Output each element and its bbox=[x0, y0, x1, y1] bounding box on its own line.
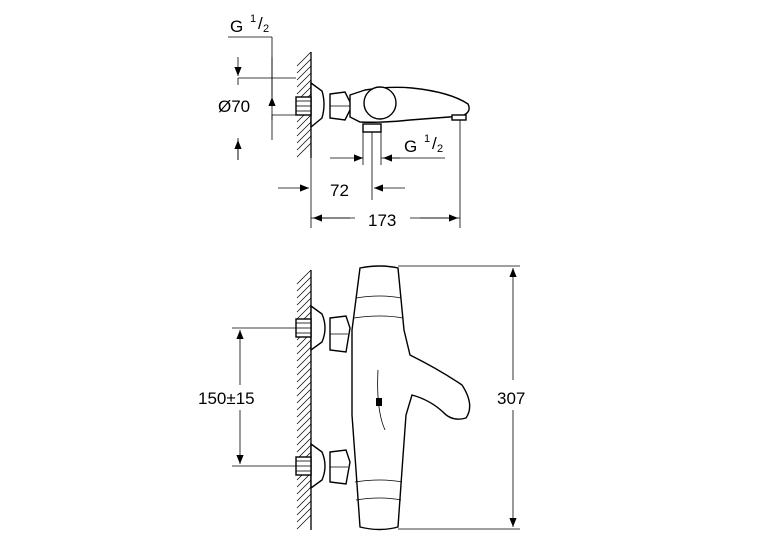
spout-outlet-top bbox=[451, 114, 467, 121]
hatch-line bbox=[296, 121, 312, 137]
hatch-line bbox=[296, 283, 312, 299]
hatch-line bbox=[296, 304, 312, 320]
hatch-line bbox=[296, 430, 312, 446]
thread-top-prefix: G bbox=[230, 17, 243, 36]
hatch-line bbox=[296, 135, 312, 151]
hatch-line bbox=[296, 507, 312, 523]
thread-bottom-prefix: G bbox=[404, 137, 417, 156]
hatch-line bbox=[296, 353, 312, 369]
dim-thread-top: G 1 2 / bbox=[228, 13, 296, 97]
dim-depth: 173 bbox=[311, 120, 461, 230]
thread-bottom-den: 2 bbox=[437, 143, 443, 155]
top-view: G 1 2 / Ø70 G 1 2 / bbox=[218, 13, 470, 230]
handle-band-bottom-2 bbox=[355, 497, 402, 501]
hatch-line bbox=[296, 346, 312, 362]
hatch-line bbox=[296, 437, 312, 453]
front-view: 150±15 307 bbox=[198, 265, 525, 531]
thread-bottom-num: 1 bbox=[424, 133, 430, 145]
thread-bottom-slash: / bbox=[432, 134, 437, 153]
wall-hatch-front bbox=[296, 269, 312, 530]
height-label: 307 bbox=[497, 389, 525, 408]
hatch-line bbox=[296, 58, 312, 74]
diameter-label: Ø70 bbox=[218, 97, 250, 116]
hatch-line bbox=[296, 395, 312, 411]
hatch-line bbox=[296, 297, 312, 313]
hatch-line bbox=[296, 388, 312, 404]
hatch-line bbox=[296, 486, 312, 502]
hatch-line bbox=[296, 367, 312, 383]
dim-spacing: 150±15 bbox=[198, 327, 296, 467]
handle-band-top-2 bbox=[353, 315, 404, 319]
thread-top-num: 1 bbox=[250, 13, 256, 25]
hatch-line bbox=[296, 374, 312, 390]
hatch-line bbox=[296, 416, 312, 432]
hatch-line bbox=[296, 142, 312, 158]
dim-outlet: 72 bbox=[278, 132, 405, 228]
dim-thread-bottom: G 1 2 / bbox=[330, 132, 445, 165]
hatch-line bbox=[296, 423, 312, 439]
spacing-label: 150±15 bbox=[198, 389, 255, 408]
wall-flange-upper bbox=[310, 304, 326, 352]
hatch-line bbox=[296, 276, 312, 292]
thread-top-den: 2 bbox=[263, 23, 269, 35]
hatch-line bbox=[296, 402, 312, 418]
hatch-line bbox=[296, 51, 312, 67]
hatch-line bbox=[296, 479, 312, 495]
thread-top-slash: / bbox=[258, 14, 263, 33]
hatch-line bbox=[296, 290, 312, 306]
handle-knob-top bbox=[363, 86, 397, 120]
mixer-body-front bbox=[351, 265, 471, 531]
bottom-outlet-top bbox=[362, 123, 382, 133]
handle-band-bottom bbox=[354, 479, 403, 483]
hatch-line bbox=[296, 514, 312, 530]
dim-height: 307 bbox=[398, 265, 525, 530]
hatch-line bbox=[296, 493, 312, 509]
handle-band-top bbox=[355, 295, 402, 299]
hatch-line bbox=[296, 114, 312, 130]
hatch-line bbox=[296, 381, 312, 397]
hatch-line bbox=[296, 72, 312, 88]
outlet-label: 72 bbox=[330, 181, 349, 200]
outlet-marker bbox=[376, 398, 382, 406]
hatch-line bbox=[296, 500, 312, 516]
dim-diameter: Ø70 bbox=[218, 78, 296, 160]
hatch-line bbox=[296, 65, 312, 81]
hatch-line bbox=[296, 128, 312, 144]
hatch-line bbox=[296, 79, 312, 95]
hatch-line bbox=[296, 339, 312, 355]
wall-flange-lower bbox=[310, 442, 326, 490]
hatch-line bbox=[296, 269, 312, 285]
depth-label: 173 bbox=[368, 211, 396, 230]
wall-flange-top bbox=[310, 81, 325, 129]
hatch-line bbox=[296, 409, 312, 425]
hatch-line bbox=[296, 360, 312, 376]
